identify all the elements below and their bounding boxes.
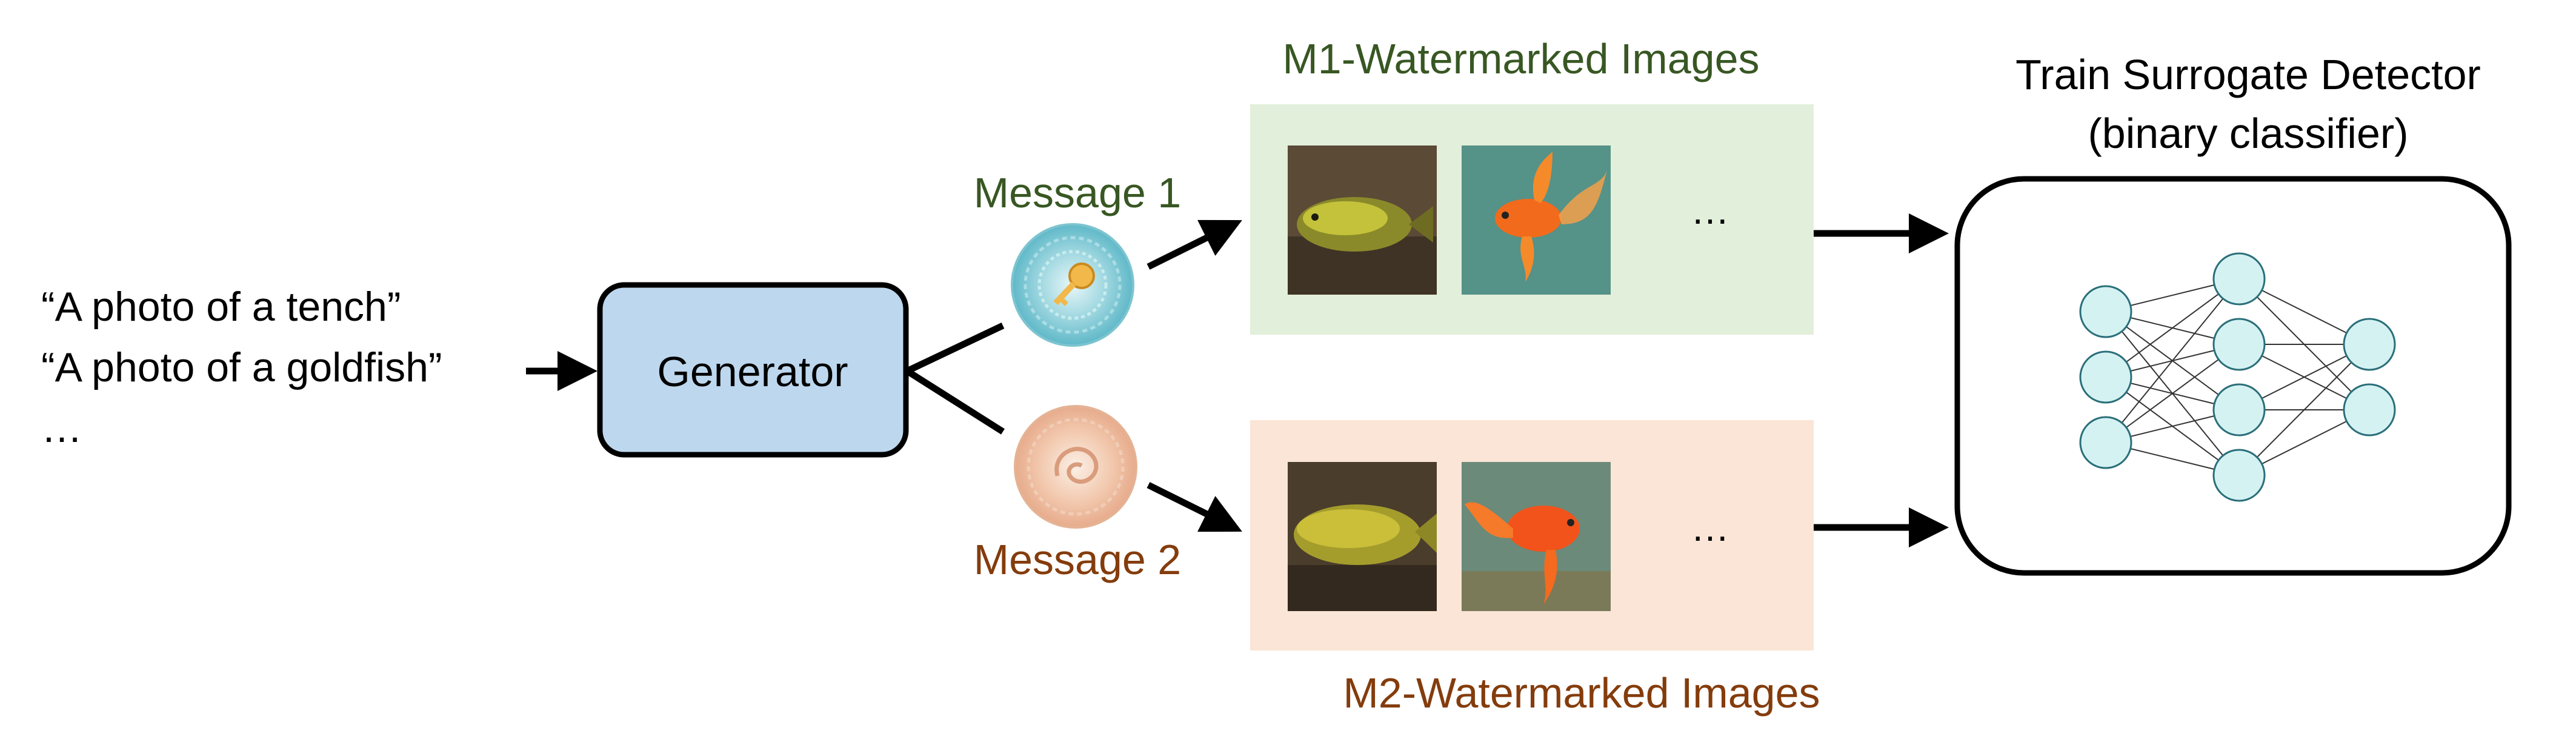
network-node-layer-2 (2212, 449, 2266, 502)
network-node-layer-1 (2079, 285, 2132, 338)
detector-title: Train Surrogate Detector (2015, 51, 2481, 98)
generator-label: Generator (657, 348, 848, 395)
prompt-goldfish: “A photo of a goldfish” (41, 344, 442, 390)
m2-goldfish-image (1462, 462, 1611, 611)
branch-line-upper (905, 323, 1005, 374)
network-edge (2105, 344, 2240, 443)
prompt-ellipsis: … (41, 405, 82, 451)
m1-panel-title: M1-Watermarked Images (1282, 35, 1760, 82)
network-node-layer-3 (2343, 383, 2396, 437)
message2-to-m2-arrow (1147, 482, 1242, 532)
message1-to-m1-arrow (1147, 219, 1242, 270)
detector-subtitle: (binary classifier) (2088, 110, 2409, 157)
network-edge (2105, 278, 2240, 443)
m2-tench-image (1288, 462, 1437, 611)
generator-box (597, 282, 909, 458)
detector-box (1954, 176, 2512, 576)
network-edge (2238, 344, 2370, 476)
network-node-layer-2 (2212, 252, 2266, 306)
network-node-layer-2 (2212, 318, 2266, 371)
message1-label: Message 1 (973, 169, 1182, 216)
m2-more-ellipsis: … (1691, 506, 1729, 549)
branch-line-lower (905, 368, 1005, 435)
m1-more-ellipsis: … (1691, 189, 1729, 232)
m1-tench-image (1288, 146, 1437, 295)
network-node-layer-3 (2343, 318, 2396, 371)
prompt-tench: “A photo of a tench” (41, 284, 401, 330)
network-node-layer-1 (2079, 416, 2132, 469)
message2-label: Message 2 (973, 536, 1182, 583)
key-watermark-icon (1011, 223, 1134, 347)
network-edge (2105, 278, 2240, 378)
swirl-watermark-icon (1014, 405, 1137, 529)
network-nodes (2079, 252, 2396, 502)
network-node-layer-2 (2212, 383, 2266, 437)
m1-goldfish-image (1462, 146, 1611, 295)
network-node-layer-1 (2079, 350, 2132, 404)
m2-panel-title: M2-Watermarked Images (1343, 669, 1820, 717)
